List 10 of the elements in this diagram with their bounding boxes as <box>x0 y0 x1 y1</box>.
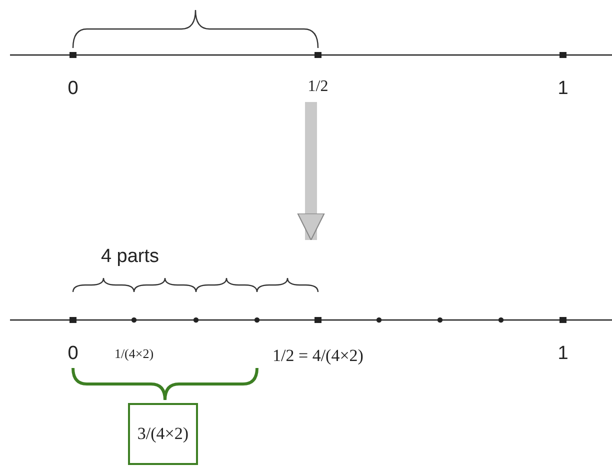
tick-label: 0 <box>68 78 78 100</box>
part-count-label: 4 parts <box>100 246 160 268</box>
tick-label: 1/2 <box>308 78 328 96</box>
tick-label: 1 <box>558 343 568 365</box>
arrow <box>297 102 325 241</box>
tick-label: 1 <box>558 78 568 100</box>
tick-label: 1/2 = 4/(4×2) <box>272 346 364 366</box>
tick-label: 0 <box>68 343 78 365</box>
tick-label: 1/(4×2) <box>114 346 154 362</box>
answer-box: 3/(4×2) <box>128 403 198 465</box>
